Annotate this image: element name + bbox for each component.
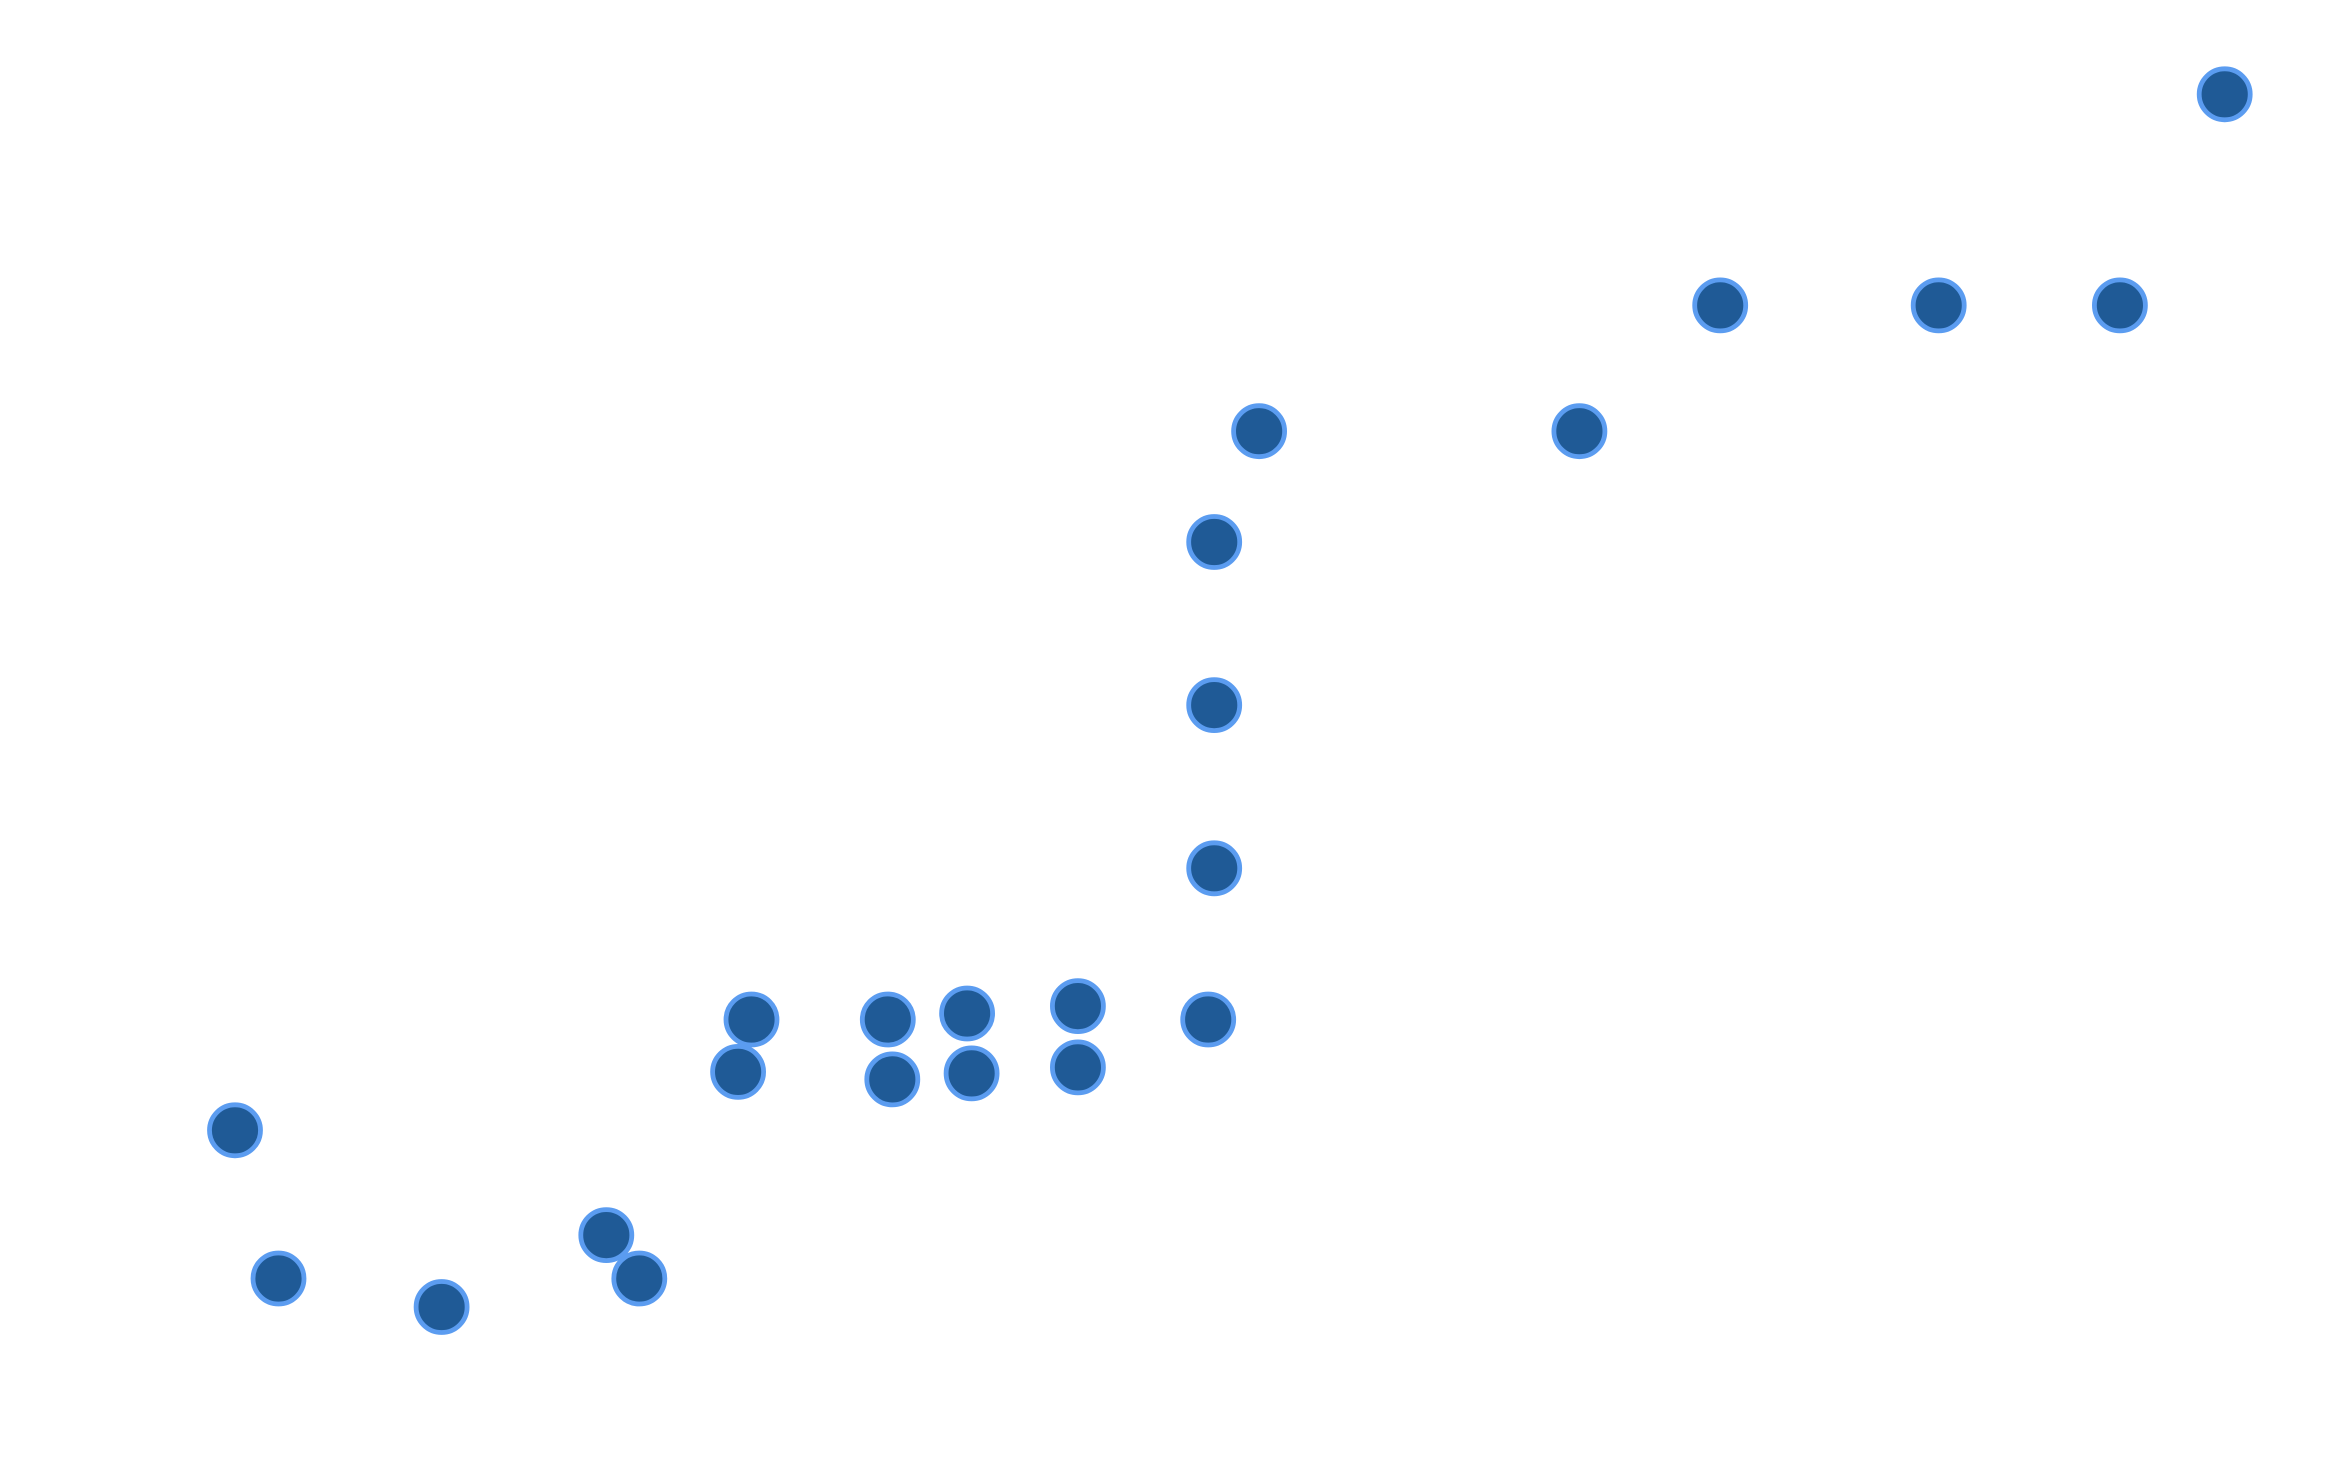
data-point-0-15 (1186, 677, 1243, 733)
data-point-0-22 (2196, 66, 2253, 123)
data-point-0-18 (1551, 403, 1608, 460)
data-point-0-10 (943, 1045, 1000, 1102)
data-point-0-12 (1050, 1039, 1106, 1096)
data-point-0-5 (710, 1044, 766, 1100)
data-point-0-14 (1186, 840, 1243, 897)
data-point-0-20 (1910, 277, 1967, 334)
data-point-0-2 (413, 1279, 470, 1335)
data-point-0-13 (1180, 991, 1237, 1048)
data-point-0-6 (723, 991, 780, 1048)
data-point-0-16 (1186, 514, 1243, 570)
data-points-layer (207, 66, 2253, 1335)
data-point-0-4 (611, 1250, 668, 1307)
data-point-0-9 (939, 985, 995, 1042)
data-point-0-17 (1231, 403, 1287, 460)
data-point-0-11 (1050, 978, 1106, 1034)
data-point-0-19 (1692, 277, 1749, 334)
data-point-0-0 (207, 1102, 263, 1159)
data-point-0-7 (859, 991, 916, 1048)
data-point-0-21 (2091, 277, 2148, 334)
data-point-0-1 (250, 1250, 307, 1307)
data-point-0-8 (864, 1051, 921, 1108)
data-point-0-3 (578, 1207, 635, 1263)
